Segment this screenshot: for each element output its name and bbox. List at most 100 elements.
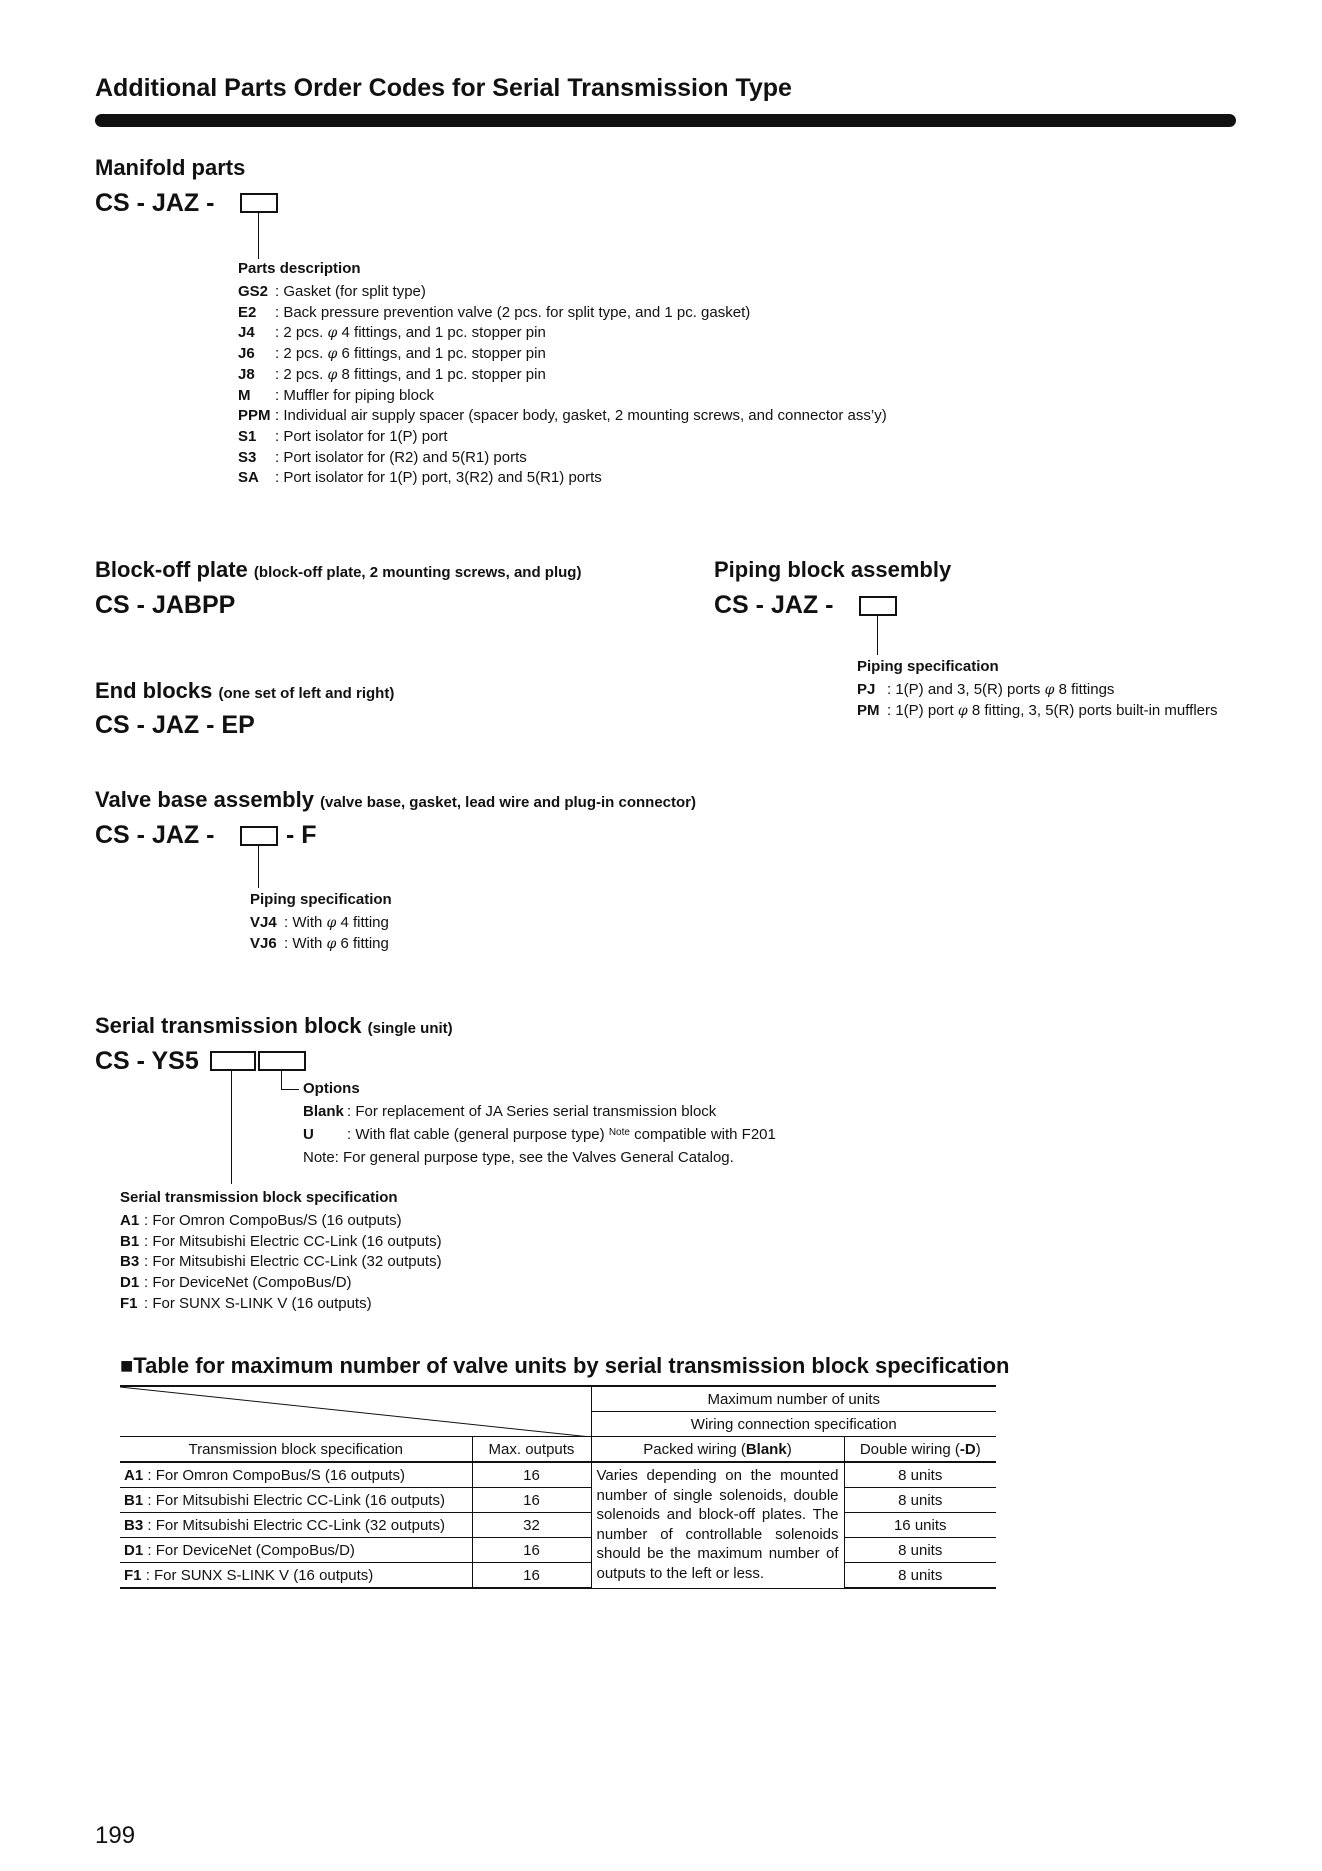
header-packed-wiring: Packed wiring (Blank) bbox=[590, 1436, 845, 1463]
option-row: VJ4: With φ 4 fitting bbox=[250, 913, 389, 934]
phi-symbol: φ bbox=[327, 346, 338, 363]
double-wiring-cell: 8 units bbox=[843, 1537, 996, 1563]
option-row: U : With flat cable (general purpose type… bbox=[303, 1123, 776, 1146]
serial-block-subtitle: (single unit) bbox=[367, 1020, 453, 1037]
option-desc: : For DeviceNet (CompoBus/D) bbox=[144, 1274, 352, 1292]
option-key: S3 bbox=[238, 448, 257, 466]
phi-symbol: φ bbox=[326, 915, 337, 931]
end-blocks-code: CS - JAZ - EP bbox=[95, 711, 255, 739]
option-desc: : For Omron CompoBus/S (16 outputs) bbox=[144, 1212, 402, 1229]
option-desc: : Port isolator for 1(P) port, 3(R2) and… bbox=[275, 469, 602, 487]
option-desc: : Individual air supply spacer (spacer b… bbox=[275, 407, 887, 425]
double-wiring-cell: 8 units bbox=[843, 1461, 996, 1488]
spec-code: A1 bbox=[124, 1466, 144, 1484]
serial-options-title: Options bbox=[303, 1080, 360, 1097]
option-key: J8 bbox=[238, 365, 255, 383]
option-desc: : Back pressure prevention valve (2 pcs.… bbox=[275, 303, 751, 321]
leader-line bbox=[258, 845, 259, 888]
option-key: A1 bbox=[120, 1212, 140, 1229]
valve-base-title: Valve base assembly (valve base, gasket,… bbox=[95, 787, 696, 813]
blockoff-title: Block-off plate (block-off plate, 2 moun… bbox=[95, 557, 581, 583]
option-key: M bbox=[238, 386, 251, 404]
max-outputs-cell: 16 bbox=[471, 1537, 592, 1563]
option-key: PM bbox=[857, 701, 880, 719]
leader-line bbox=[281, 1070, 282, 1089]
option-row: J6: 2 pcs. φ 6 fittings, and 1 pc. stopp… bbox=[238, 344, 887, 365]
option-key: E2 bbox=[238, 303, 257, 321]
option-desc: : With flat cable (general purpose type) bbox=[347, 1125, 605, 1143]
code-box bbox=[240, 193, 278, 213]
option-desc: 6 fittings, and 1 pc. stopper pin bbox=[341, 345, 546, 363]
header-packed-post: ) bbox=[786, 1440, 792, 1458]
end-blocks-title-text: End blocks bbox=[95, 678, 213, 703]
piping-block-options-title: Piping specification bbox=[857, 658, 999, 675]
header-packed-pre: Packed wiring ( bbox=[643, 1440, 746, 1458]
manifold-options-title: Parts description bbox=[238, 260, 361, 277]
serial-options-list: Blank: For replacement of JA Series seri… bbox=[303, 1102, 776, 1145]
header-double-wiring: Double wiring (-D) bbox=[843, 1436, 996, 1463]
code-box bbox=[859, 596, 897, 616]
option-row: PM : 1(P) port φ 8 fitting, 3, 5(R) ports… bbox=[857, 701, 1218, 722]
page-title: Additional Parts Order Codes for Serial … bbox=[95, 74, 792, 102]
phi-symbol: φ bbox=[957, 702, 968, 719]
spec-cell: B1 : For Mitsubishi Electric CC-Link (16… bbox=[120, 1487, 473, 1513]
spec-desc: : For SUNX S-LINK V (16 outputs) bbox=[145, 1566, 374, 1584]
spec-cell: D1 : For DeviceNet (CompoBus/D) bbox=[120, 1537, 473, 1563]
header-wiring-spec: Wiring connection specification bbox=[590, 1411, 996, 1437]
option-key: SA bbox=[238, 469, 259, 487]
option-key: J6 bbox=[238, 345, 255, 363]
option-key: PPM bbox=[238, 407, 271, 425]
option-desc: : For Mitsubishi Electric CC-Link (32 ou… bbox=[144, 1253, 442, 1271]
spec-desc: : For Mitsubishi Electric CC-Link (16 ou… bbox=[147, 1491, 445, 1509]
end-blocks-title: End blocks (one set of left and right) bbox=[95, 678, 394, 704]
note-superscript: Note bbox=[608, 1126, 630, 1138]
max-units-table: Maximum number of units Wiring connectio… bbox=[120, 1385, 996, 1589]
spec-desc: : For DeviceNet (CompoBus/D) bbox=[147, 1541, 355, 1559]
blockoff-title-text: Block-off plate bbox=[95, 557, 248, 582]
option-desc: : 1(P) and 3, 5(R) ports bbox=[887, 681, 1041, 698]
diagonal-header-cell bbox=[120, 1385, 592, 1437]
table-row: F1 : For SUNX S-LINK V (16 outputs) 16 8… bbox=[120, 1562, 996, 1589]
page-number: 199 bbox=[95, 1822, 136, 1849]
valve-base-options-title: Piping specification bbox=[250, 891, 392, 908]
valve-base-subtitle: (valve base, gasket, lead wire and plug-… bbox=[320, 794, 696, 811]
blockoff-subtitle: (block-off plate, 2 mounting screws, and… bbox=[253, 564, 582, 581]
option-row: F1: For SUNX S-LINK V (16 outputs) bbox=[120, 1294, 442, 1315]
manifold-options-list: GS2: Gasket (for split type) E2: Back pr… bbox=[238, 282, 887, 489]
valve-base-code: CS - JAZ - bbox=[95, 821, 215, 849]
serial-block-title: Serial transmission block (single unit) bbox=[95, 1013, 453, 1039]
spec-cell: A1 : For Omron CompoBus/S (16 outputs) bbox=[120, 1461, 473, 1488]
piping-block-code: CS - JAZ - bbox=[714, 591, 834, 619]
header-spec: Transmission block specification bbox=[120, 1436, 473, 1463]
spec-code: B1 bbox=[124, 1491, 144, 1509]
option-key: J4 bbox=[238, 324, 255, 342]
packed-wiring-cell: Varies depending on the mounted number o… bbox=[590, 1461, 845, 1589]
option-desc: : With bbox=[284, 914, 323, 931]
option-row: S1: Port isolator for 1(P) port bbox=[238, 427, 887, 448]
option-row: Blank: For replacement of JA Series seri… bbox=[303, 1102, 776, 1123]
leader-line bbox=[877, 615, 878, 655]
phi-symbol: φ bbox=[327, 325, 338, 342]
phi-symbol: φ bbox=[326, 935, 337, 952]
option-desc: : 1(P) port bbox=[887, 701, 954, 719]
option-key: U bbox=[303, 1125, 314, 1143]
option-desc: : For SUNX S-LINK V (16 outputs) bbox=[144, 1294, 372, 1312]
double-wiring-cell: 8 units bbox=[843, 1487, 996, 1513]
max-outputs-cell: 32 bbox=[471, 1512, 592, 1538]
spec-cell: B3 : For Mitsubishi Electric CC-Link (32… bbox=[120, 1512, 473, 1538]
manifold-code: CS - JAZ - bbox=[95, 189, 215, 217]
option-key: B3 bbox=[120, 1253, 140, 1271]
code-box bbox=[210, 1051, 256, 1071]
manifold-title: Manifold parts bbox=[95, 155, 246, 180]
serial-spec-list: A1: For Omron CompoBus/S (16 outputs) B1… bbox=[120, 1211, 442, 1315]
max-outputs-cell: 16 bbox=[471, 1487, 592, 1513]
option-desc: 8 fitting, 3, 5(R) ports built-in muffle… bbox=[971, 701, 1218, 719]
header-double-pre: Double wiring ( bbox=[859, 1440, 960, 1458]
option-desc: 6 fitting bbox=[340, 934, 389, 952]
valve-base-title-text: Valve base assembly bbox=[95, 787, 314, 812]
option-desc: 4 fitting bbox=[340, 914, 389, 931]
serial-spec-title: Serial transmission block specification bbox=[120, 1189, 398, 1206]
header-max-outputs: Max. outputs bbox=[471, 1436, 592, 1463]
spec-desc: : For Mitsubishi Electric CC-Link (32 ou… bbox=[147, 1516, 445, 1534]
option-row: M: Muffler for piping block bbox=[238, 386, 887, 407]
